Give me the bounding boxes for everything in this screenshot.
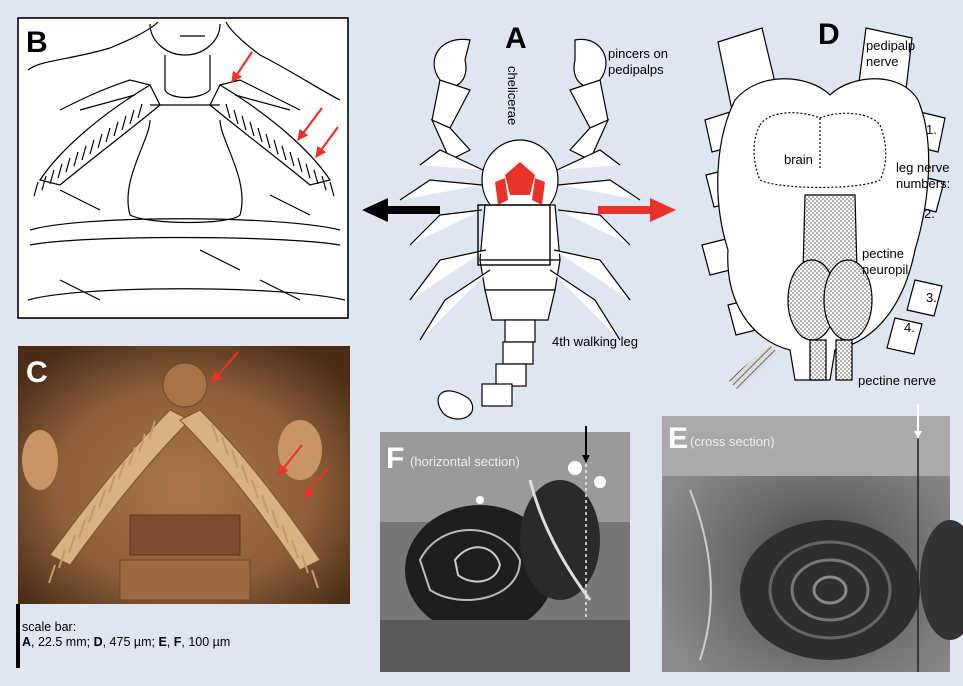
- chelicerae-label: chelicerae: [505, 66, 520, 125]
- panel-f-label: F: [386, 442, 404, 475]
- scale-value-d: , 475 µm;: [103, 635, 159, 649]
- pincers-label-line1: pincers on: [608, 46, 668, 61]
- scale-value-a: , 22.5 mm;: [31, 635, 94, 649]
- panel-e: E (cross section): [662, 404, 963, 672]
- panel-d: D pedipalp nerve brain 1. leg nerve numb…: [702, 18, 950, 390]
- pectine-neuropil-line1: pectine: [862, 246, 904, 261]
- scale-bar-values: A, 22.5 mm; D, 475 µm; E, F, 100 µm: [22, 635, 230, 649]
- scale-panel-a: A: [22, 635, 31, 649]
- panel-c: C: [18, 346, 350, 604]
- leg-nerve-label-line1: leg nerve: [896, 160, 949, 175]
- scale-bar-title: scale bar:: [22, 620, 322, 635]
- panel-e-label: E: [668, 422, 688, 455]
- leg-nerve-1: 1.: [926, 122, 937, 137]
- scale-value-f: , 100 µm: [181, 635, 230, 649]
- leg-nerve-3: 3.: [926, 290, 937, 305]
- leg4-label: 4th walking leg: [552, 334, 638, 349]
- scale-panel-e: E: [158, 635, 166, 649]
- orientation-arrow: [728, 345, 778, 390]
- pedipalp-nerve-line2: nerve: [866, 54, 899, 69]
- pedipalp-nerve-line1: pedipalp: [866, 38, 915, 53]
- leg-nerve-label-line2: numbers:: [896, 176, 950, 191]
- pectine-neuropil-line2: neuropil: [862, 262, 908, 277]
- panel-b: B: [18, 18, 348, 318]
- panel-e-caption: (cross section): [690, 434, 775, 449]
- pincers-label-line2: pedipalps: [608, 62, 664, 77]
- scale-bar: [16, 604, 20, 668]
- scale-value-e: ,: [167, 635, 174, 649]
- leg-nerve-4: 4.: [904, 320, 915, 335]
- panel-a: A pincers on pedipalps chelicerae 4th wa…: [362, 22, 676, 419]
- brain-label: brain: [784, 152, 813, 167]
- panel-f-caption: (horizontal section): [410, 454, 520, 469]
- panel-f: F (horizontal section): [380, 426, 630, 672]
- pectine-nerve-label: pectine nerve: [858, 373, 936, 388]
- arrow-to-d: [598, 198, 676, 222]
- panel-b-label: B: [26, 26, 48, 59]
- panel-e-texture: [662, 416, 963, 672]
- panel-a-label: A: [505, 22, 527, 55]
- panel-c-label: C: [26, 356, 48, 389]
- arrow-to-b: [362, 198, 440, 222]
- panel-d-label: D: [818, 18, 840, 51]
- scale-panel-d: D: [94, 635, 103, 649]
- scale-bar-legend: scale bar: A, 22.5 mm; D, 475 µm; E, F, …: [22, 620, 322, 650]
- leg-nerve-2: 2.: [924, 206, 935, 221]
